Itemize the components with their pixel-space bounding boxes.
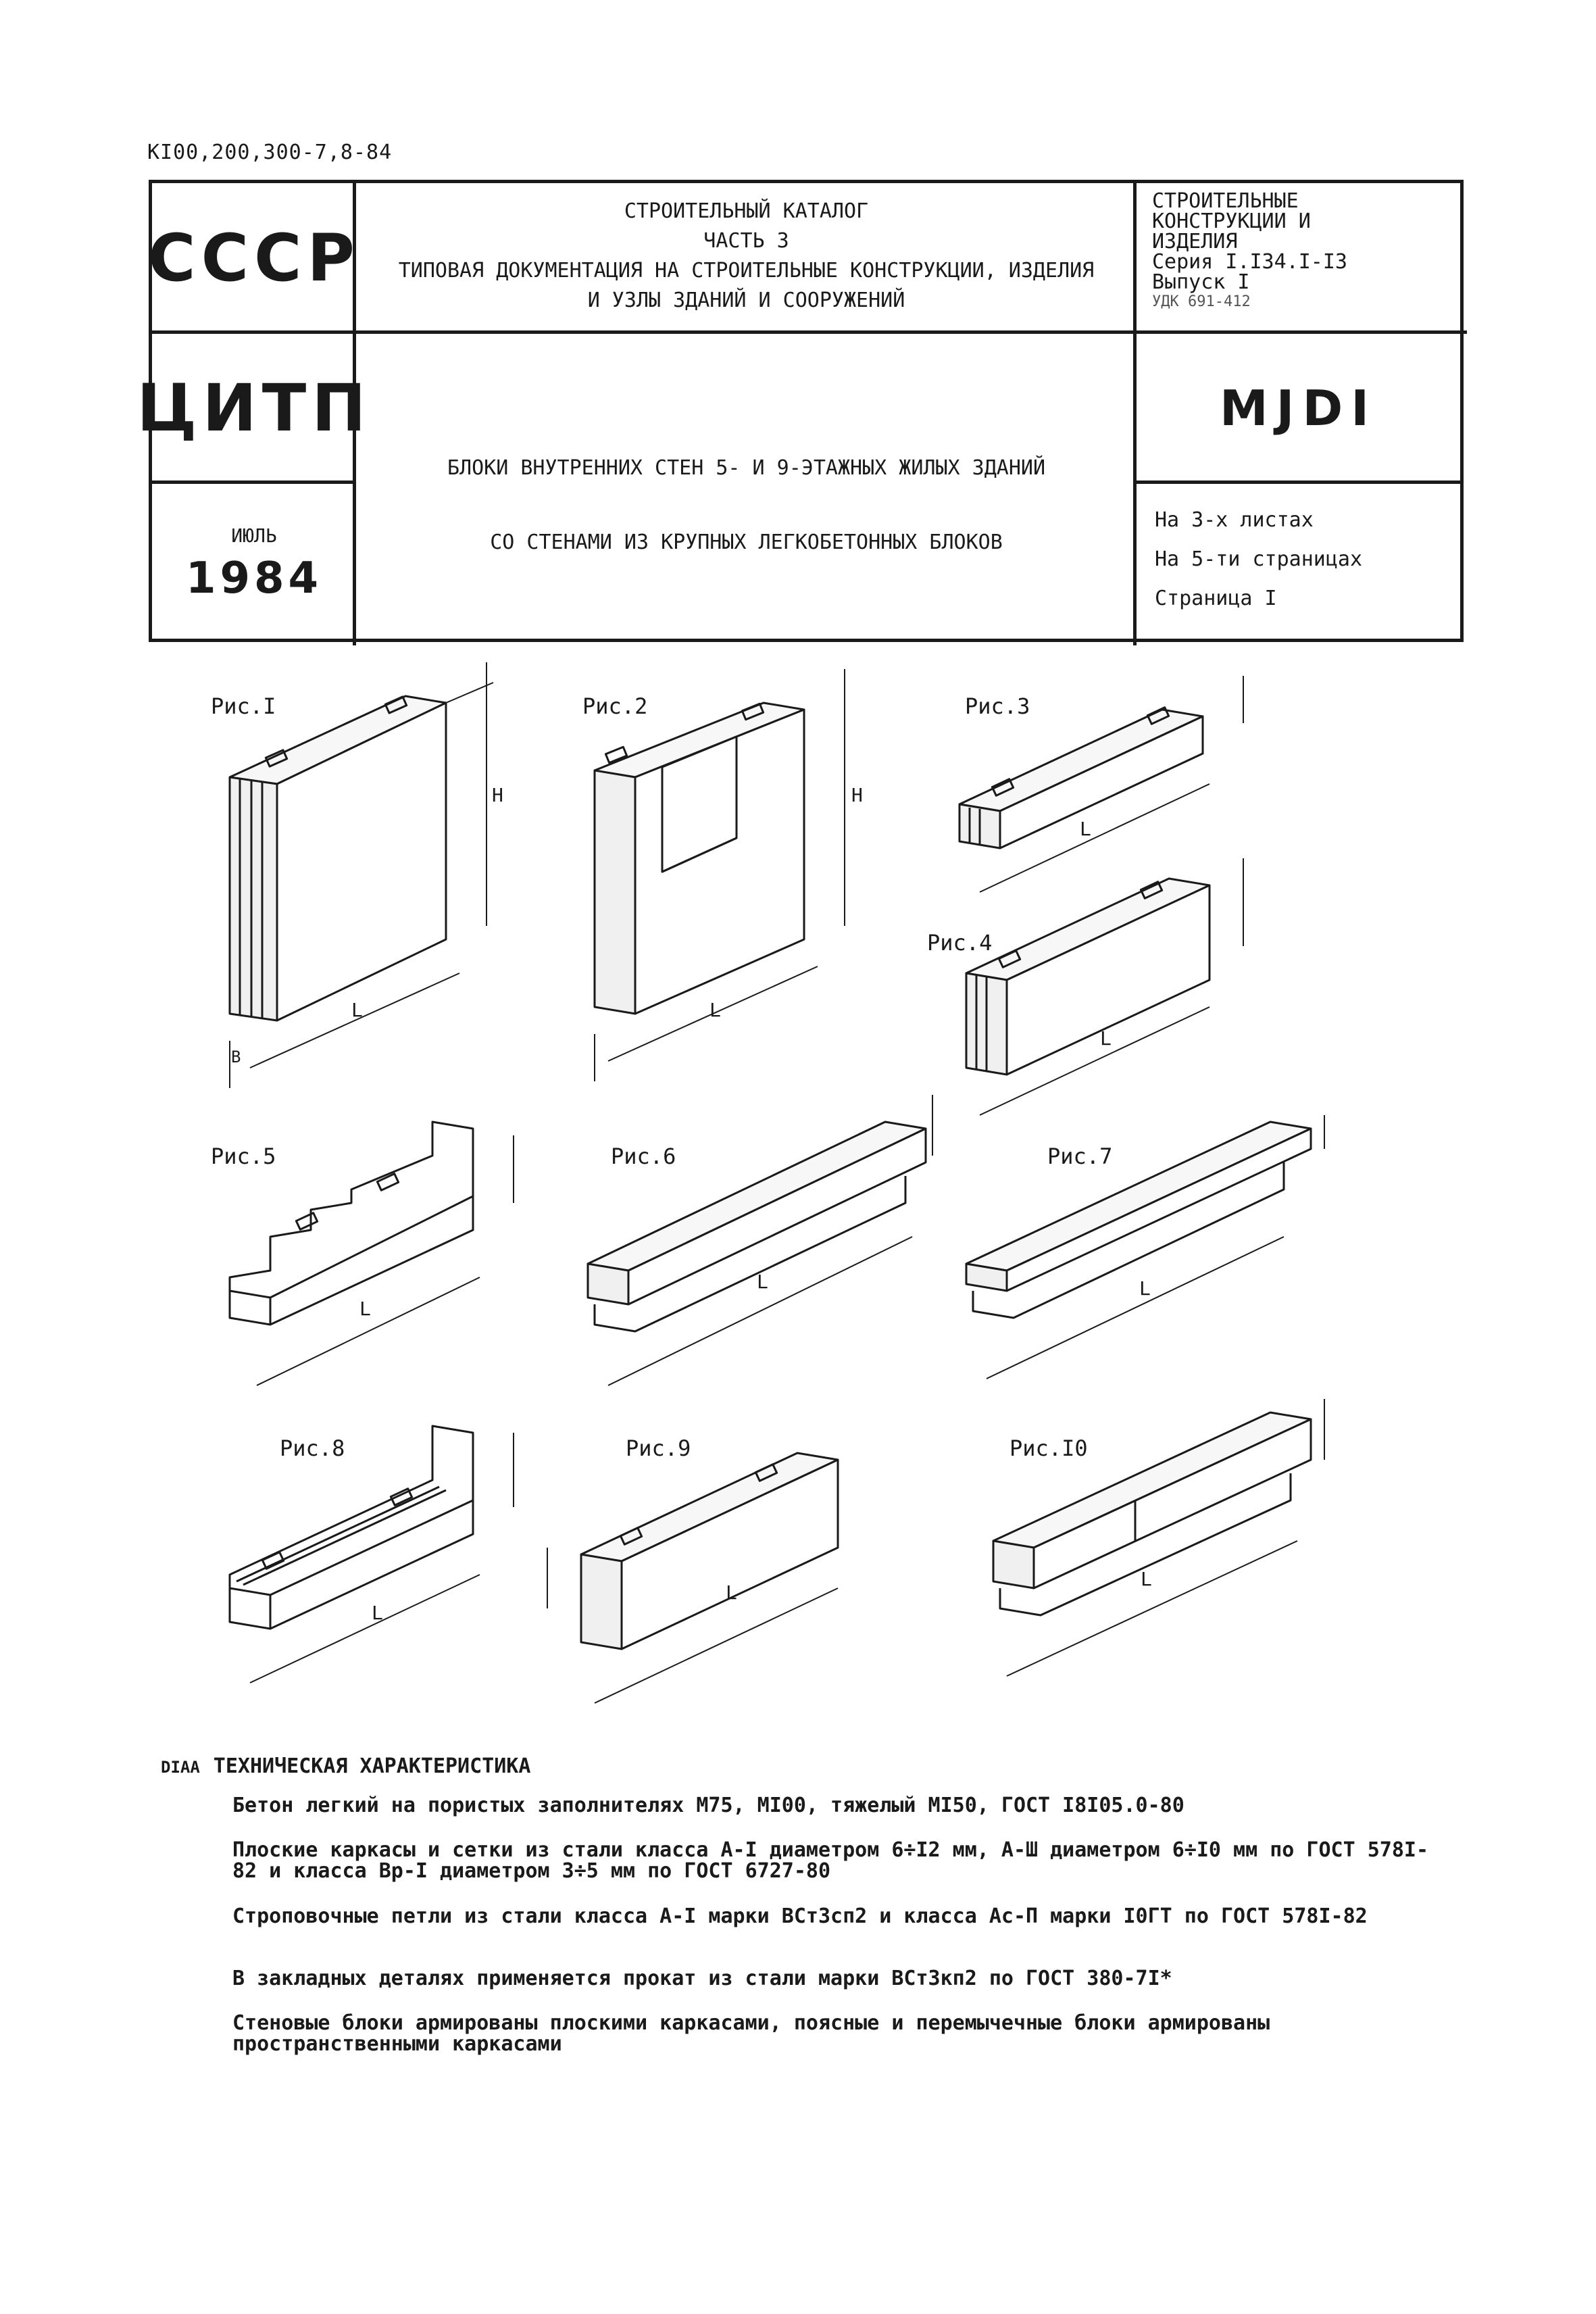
dim-length: L xyxy=(359,1298,371,1320)
fig4-block xyxy=(965,858,1244,1116)
series-line: Серия I.I34.I-I3 xyxy=(1152,250,1347,274)
series-info: СТРОИТЕЛЬНЫЕ КОНСТРУКЦИИ И ИЗДЕЛИЯ Серия… xyxy=(1152,191,1347,312)
series-line: КОНСТРУКЦИИ И xyxy=(1152,210,1311,233)
spec-paragraph: Стеновые блоки армированы плоскими карка… xyxy=(232,2011,1270,2056)
fig9-simple-block xyxy=(547,1452,839,1704)
dim-length: L xyxy=(709,999,721,1021)
spec-paragraph: Бетон легкий на пористых заполнителях M7… xyxy=(232,1794,1184,1817)
fig-label: Рис.6 xyxy=(611,1143,676,1169)
fig6-lintel-block xyxy=(587,1095,933,1386)
udc-code: УДК 691-412 xyxy=(1152,293,1251,310)
catalog-line: СТРОИТЕЛЬНЫЙ КАТАЛОГ xyxy=(624,199,869,223)
catalog-title: СТРОИТЕЛЬНЫЙ КАТАЛОГ ЧАСТЬ 3 ТИПОВАЯ ДОК… xyxy=(356,197,1137,316)
title-block: СССР ЦИТП ИЮЛЬ 1984 СТРОИТЕЛЬНЫЙ КАТАЛОГ… xyxy=(136,180,1467,645)
fig-label: Рис.4 xyxy=(927,930,993,956)
series-line: Выпуск I xyxy=(1152,270,1250,294)
page-count: На 5-ти страницах xyxy=(1155,547,1363,571)
catalog-line: И УЗЛЫ ЗДАНИЙ И СООРУЖЕНИЙ xyxy=(587,289,905,312)
document-code: KI00,200,300-7,8-84 xyxy=(147,141,393,164)
fig-label: Рис.I xyxy=(211,693,276,719)
dim-length: L xyxy=(1139,1277,1151,1300)
dim-length: L xyxy=(372,1602,383,1624)
subject-line-2: СО СТЕНАМИ ИЗ КРУПНЫХ ЛЕГКОБЕТОННЫХ БЛОК… xyxy=(490,531,1003,554)
org-ussr: СССР xyxy=(148,220,360,296)
dim-length: L xyxy=(1100,1027,1112,1050)
sheet-info: На 3-х листах На 5-ти страницах Страница… xyxy=(1155,501,1362,618)
dim-height: H xyxy=(492,784,503,806)
dim-length: L xyxy=(757,1271,768,1293)
dim-length: L xyxy=(1141,1568,1152,1590)
fig-label: Рис.8 xyxy=(280,1435,345,1461)
spec-paragraph: В закладных деталях применяется прокат и… xyxy=(232,1967,1172,1990)
series-line: ИЗДЕЛИЯ xyxy=(1152,230,1238,253)
org-citp: ЦИТП xyxy=(136,370,372,446)
subject-line-1: БЛОКИ ВНУТРЕННИХ СТЕН 5- И 9-ЭТАЖНЫХ ЖИЛ… xyxy=(447,456,1045,480)
document-mark: MJDI xyxy=(1220,380,1377,437)
spec-prefix: DIAA xyxy=(161,1758,200,1777)
series-line: СТРОИТЕЛЬНЫЕ xyxy=(1152,189,1299,213)
sheet-count: На 3-х листах xyxy=(1155,508,1314,532)
fig-label: Рис.3 xyxy=(965,693,1030,719)
spec-paragraph: Плоские каркасы и сетки из стали класса … xyxy=(232,1838,1429,1883)
fig-label: Рис.9 xyxy=(626,1435,691,1461)
fig5-stepped-block xyxy=(228,1121,514,1386)
spec-paragraph: Строповочные петли из стали класса A-I м… xyxy=(232,1904,1368,1928)
dim-length: L xyxy=(351,999,363,1021)
dim-length: L xyxy=(1080,818,1091,840)
fig7-long-block xyxy=(965,1115,1325,1379)
fig-label: Рис.I0 xyxy=(1009,1435,1088,1461)
fig2-panel-with-opening xyxy=(593,669,845,1081)
spec-heading: DIAA ТЕХНИЧЕСКАЯ ХАРАКТЕРИСТИКА xyxy=(161,1754,530,1778)
fig-label: Рис.5 xyxy=(211,1143,276,1169)
spec-title: ТЕХНИЧЕСКАЯ ХАРАКТЕРИСТИКА xyxy=(213,1754,531,1778)
fig1-wall-panel xyxy=(228,662,494,1088)
issue-month: ИЮЛЬ xyxy=(231,524,277,547)
fig3-narrow-block xyxy=(958,676,1244,893)
dim-width: B xyxy=(231,1048,241,1066)
fig-label: Рис.2 xyxy=(582,693,648,719)
page-number: Страница I xyxy=(1155,587,1277,610)
fig8-block-with-end xyxy=(228,1425,514,1683)
fig-label: Рис.7 xyxy=(1047,1143,1113,1169)
dim-length: L xyxy=(726,1581,737,1604)
dim-height: H xyxy=(851,784,863,806)
catalog-line: ЧАСТЬ 3 xyxy=(703,229,789,253)
fig10-jumper-block xyxy=(992,1399,1325,1677)
catalog-line: ТИПОВАЯ ДОКУМЕНТАЦИЯ НА СТРОИТЕЛЬНЫЕ КОН… xyxy=(398,259,1095,282)
issue-year: 1984 xyxy=(185,553,323,604)
